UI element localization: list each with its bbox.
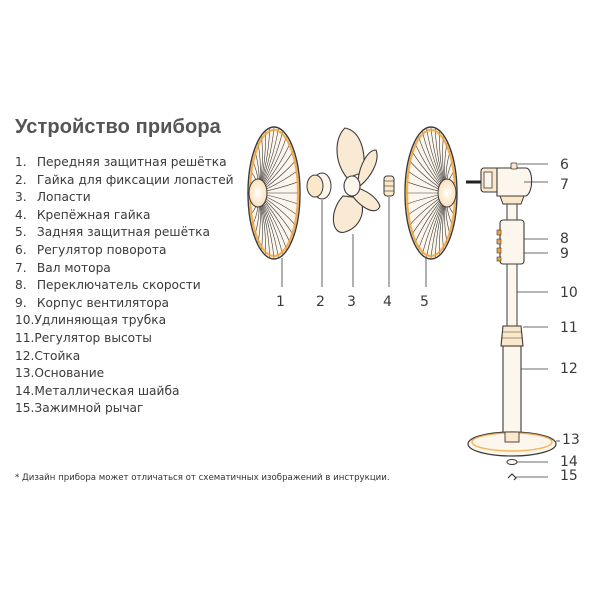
list-item: 12.Стойка (15, 348, 81, 363)
callout-2: 2 (316, 294, 325, 310)
callout-12: 12 (560, 361, 578, 377)
callout-5: 5 (420, 294, 429, 310)
callout-3: 3 (347, 294, 356, 310)
list-item: 15.Зажимной рычаг (15, 401, 144, 416)
callout-14: 14 (560, 454, 578, 470)
callout-9: 9 (560, 246, 569, 262)
callout-1: 1 (276, 294, 285, 310)
fan-body (496, 203, 525, 265)
callout-13: 13 (562, 432, 580, 448)
callout-15: 15 (560, 468, 578, 484)
stand-pole (502, 345, 522, 439)
stand-base (467, 431, 557, 457)
list-item: 9. Корпус вентилятора (15, 295, 170, 310)
list-item: 6. Регулятор поворота (15, 242, 167, 257)
callout-11: 11 (560, 320, 578, 336)
list-item: 10.Удлиняющая трубка (15, 313, 167, 328)
list-item: 8. Переключатель скорости (15, 278, 201, 293)
motor-housing (466, 162, 533, 205)
callout-8: 8 (560, 231, 569, 247)
callout-10: 10 (560, 285, 578, 301)
page-title: Устройство прибора (15, 116, 221, 138)
list-item: 11.Регулятор высоты (15, 330, 152, 345)
list-item: 14.Металлическая шайба (15, 383, 180, 398)
clamp-lever (507, 473, 517, 481)
fan-blades (332, 127, 381, 233)
metal-washer (506, 459, 518, 465)
rear-guard (404, 126, 458, 260)
fixing-nut (383, 175, 395, 197)
list-item: 7. Вал мотора (15, 260, 111, 275)
extension-tube (506, 263, 518, 327)
callout-6: 6 (560, 157, 569, 173)
list-item: 1. Передняя защитная решётка (15, 155, 227, 169)
list-item: 2. Гайка для фиксации лопастей (15, 172, 234, 187)
blade-nut (306, 172, 332, 200)
list-item: 5. Задняя защитная решётка (15, 225, 210, 240)
parts-list: 1. Передняя защитная решётка 2. Гайка дл… (15, 154, 234, 418)
height-regulator (500, 325, 524, 347)
list-item: 3. Лопасти (15, 190, 91, 205)
list-item: 13.Основание (15, 366, 105, 381)
callout-4: 4 (383, 294, 392, 310)
callout-7: 7 (560, 177, 569, 193)
list-item: 4. Крепёжная гайка (15, 207, 151, 222)
front-guard (247, 126, 301, 260)
footnote: * Дизайн прибора может отличаться от схе… (15, 473, 390, 483)
